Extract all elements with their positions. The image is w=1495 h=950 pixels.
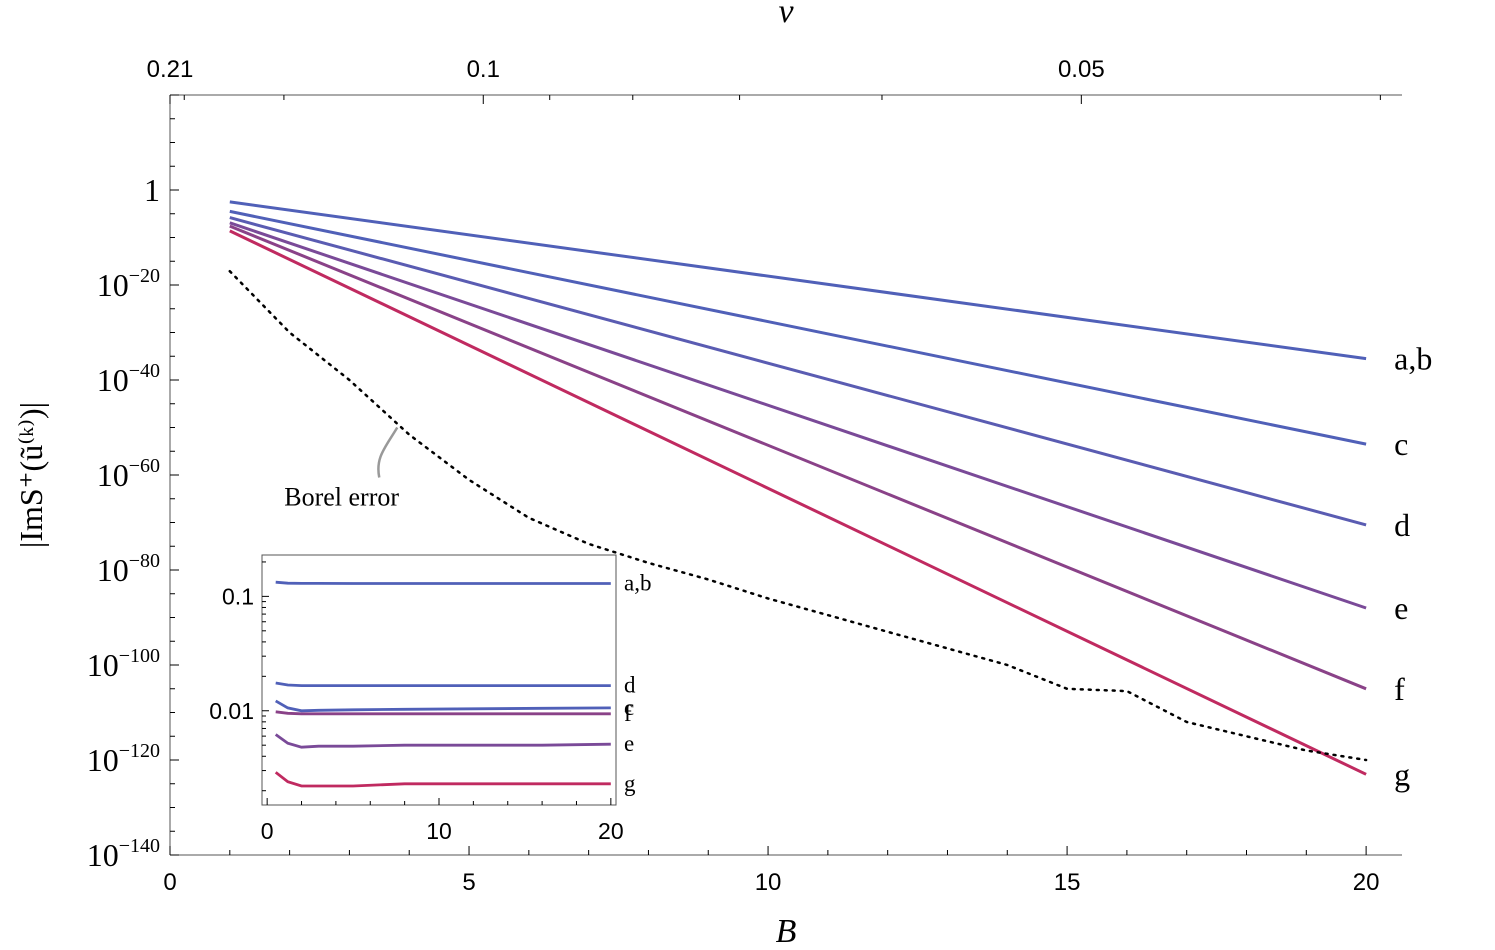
y-tick-label: 10−40 bbox=[97, 360, 160, 398]
series-label-c: c bbox=[1394, 426, 1408, 462]
y-tick-label: 10−60 bbox=[97, 455, 160, 493]
inset-series-label-e: e bbox=[624, 731, 634, 756]
inset-x-tick-label: 0 bbox=[261, 818, 274, 844]
inset-series-line-f bbox=[275, 710, 611, 716]
x-tick-label: 5 bbox=[462, 869, 475, 896]
series-label-d: d bbox=[1394, 507, 1410, 543]
y-tick-label: 10−140 bbox=[87, 835, 160, 873]
series-line-e bbox=[229, 221, 1367, 610]
top-tick-label: 0.05 bbox=[1058, 56, 1105, 83]
inset-series-label-d: d bbox=[624, 673, 636, 698]
series-line-g bbox=[229, 229, 1367, 776]
inset-x-tick-label: 20 bbox=[598, 818, 624, 844]
series-line-f bbox=[229, 224, 1367, 691]
borel-error-group: Borel error bbox=[228, 269, 1368, 762]
inset-series-label-c: c bbox=[624, 695, 634, 720]
inset-series-label-ab: a,b bbox=[624, 571, 651, 596]
x-tick-label: 20 bbox=[1353, 869, 1380, 896]
top-tick-label: 0.21 bbox=[147, 56, 194, 83]
y-tick-label: 10−120 bbox=[87, 740, 160, 778]
inset-series-label-g: g bbox=[624, 771, 636, 796]
x-tick-label: 0 bbox=[163, 869, 176, 896]
inset-frame bbox=[261, 554, 617, 806]
x-axis: 0 5 10 15 20 bbox=[163, 846, 1379, 896]
inset-series-line-ab bbox=[275, 580, 611, 585]
series-group bbox=[229, 200, 1367, 776]
series-label-g: g bbox=[1394, 756, 1410, 792]
y-tick-label: 10−20 bbox=[97, 265, 160, 303]
inset-series-line-d bbox=[275, 681, 611, 687]
axis-titles: Bv |ImS⁺(ũ⁽ᵏ⁾)| bbox=[13, 0, 797, 950]
series-line-d bbox=[229, 216, 1367, 527]
inset-x-tick-label: 10 bbox=[426, 818, 452, 844]
inset-y-tick-label: 0.01 bbox=[209, 698, 254, 724]
series-label-f: f bbox=[1394, 671, 1405, 707]
top-axis: 0.210.10.050.025 bbox=[147, 56, 1381, 104]
inset-series-line-e bbox=[274, 733, 611, 749]
inset-series-label-f: f bbox=[624, 701, 632, 726]
borel-error-label: Borel error bbox=[284, 483, 399, 512]
inset-y-tick-label: 0.1 bbox=[222, 583, 254, 609]
borel-error-curve bbox=[228, 269, 1368, 762]
series-label-e: e bbox=[1394, 590, 1408, 626]
y-axis: 1 10−20 10−40 10−60 10−80 10−100 10−120 10−140 bbox=[87, 94, 179, 873]
y-tick-label: 10−80 bbox=[97, 550, 160, 588]
y-tick-label: 10−100 bbox=[87, 645, 160, 683]
y-tick-label: 1 bbox=[144, 172, 160, 208]
series-line-ab bbox=[229, 200, 1367, 361]
x-tick-label: 15 bbox=[1054, 869, 1081, 896]
top-axis-title: v bbox=[778, 0, 794, 30]
y-axis-title: |ImS⁺(ũ⁽ᵏ⁾)| bbox=[13, 402, 49, 548]
borel-error-pointer bbox=[377, 426, 399, 478]
series-line-c bbox=[229, 209, 1367, 446]
inset-series-line-c bbox=[274, 699, 611, 713]
x-axis-title: B bbox=[776, 913, 797, 950]
top-tick-label: 0.1 bbox=[467, 56, 500, 83]
x-tick-label: 10 bbox=[755, 869, 782, 896]
series-labels: a,b c d e f g bbox=[1394, 341, 1432, 793]
inset-series-line-g bbox=[274, 771, 611, 788]
series-label-ab: a,b bbox=[1394, 341, 1432, 377]
